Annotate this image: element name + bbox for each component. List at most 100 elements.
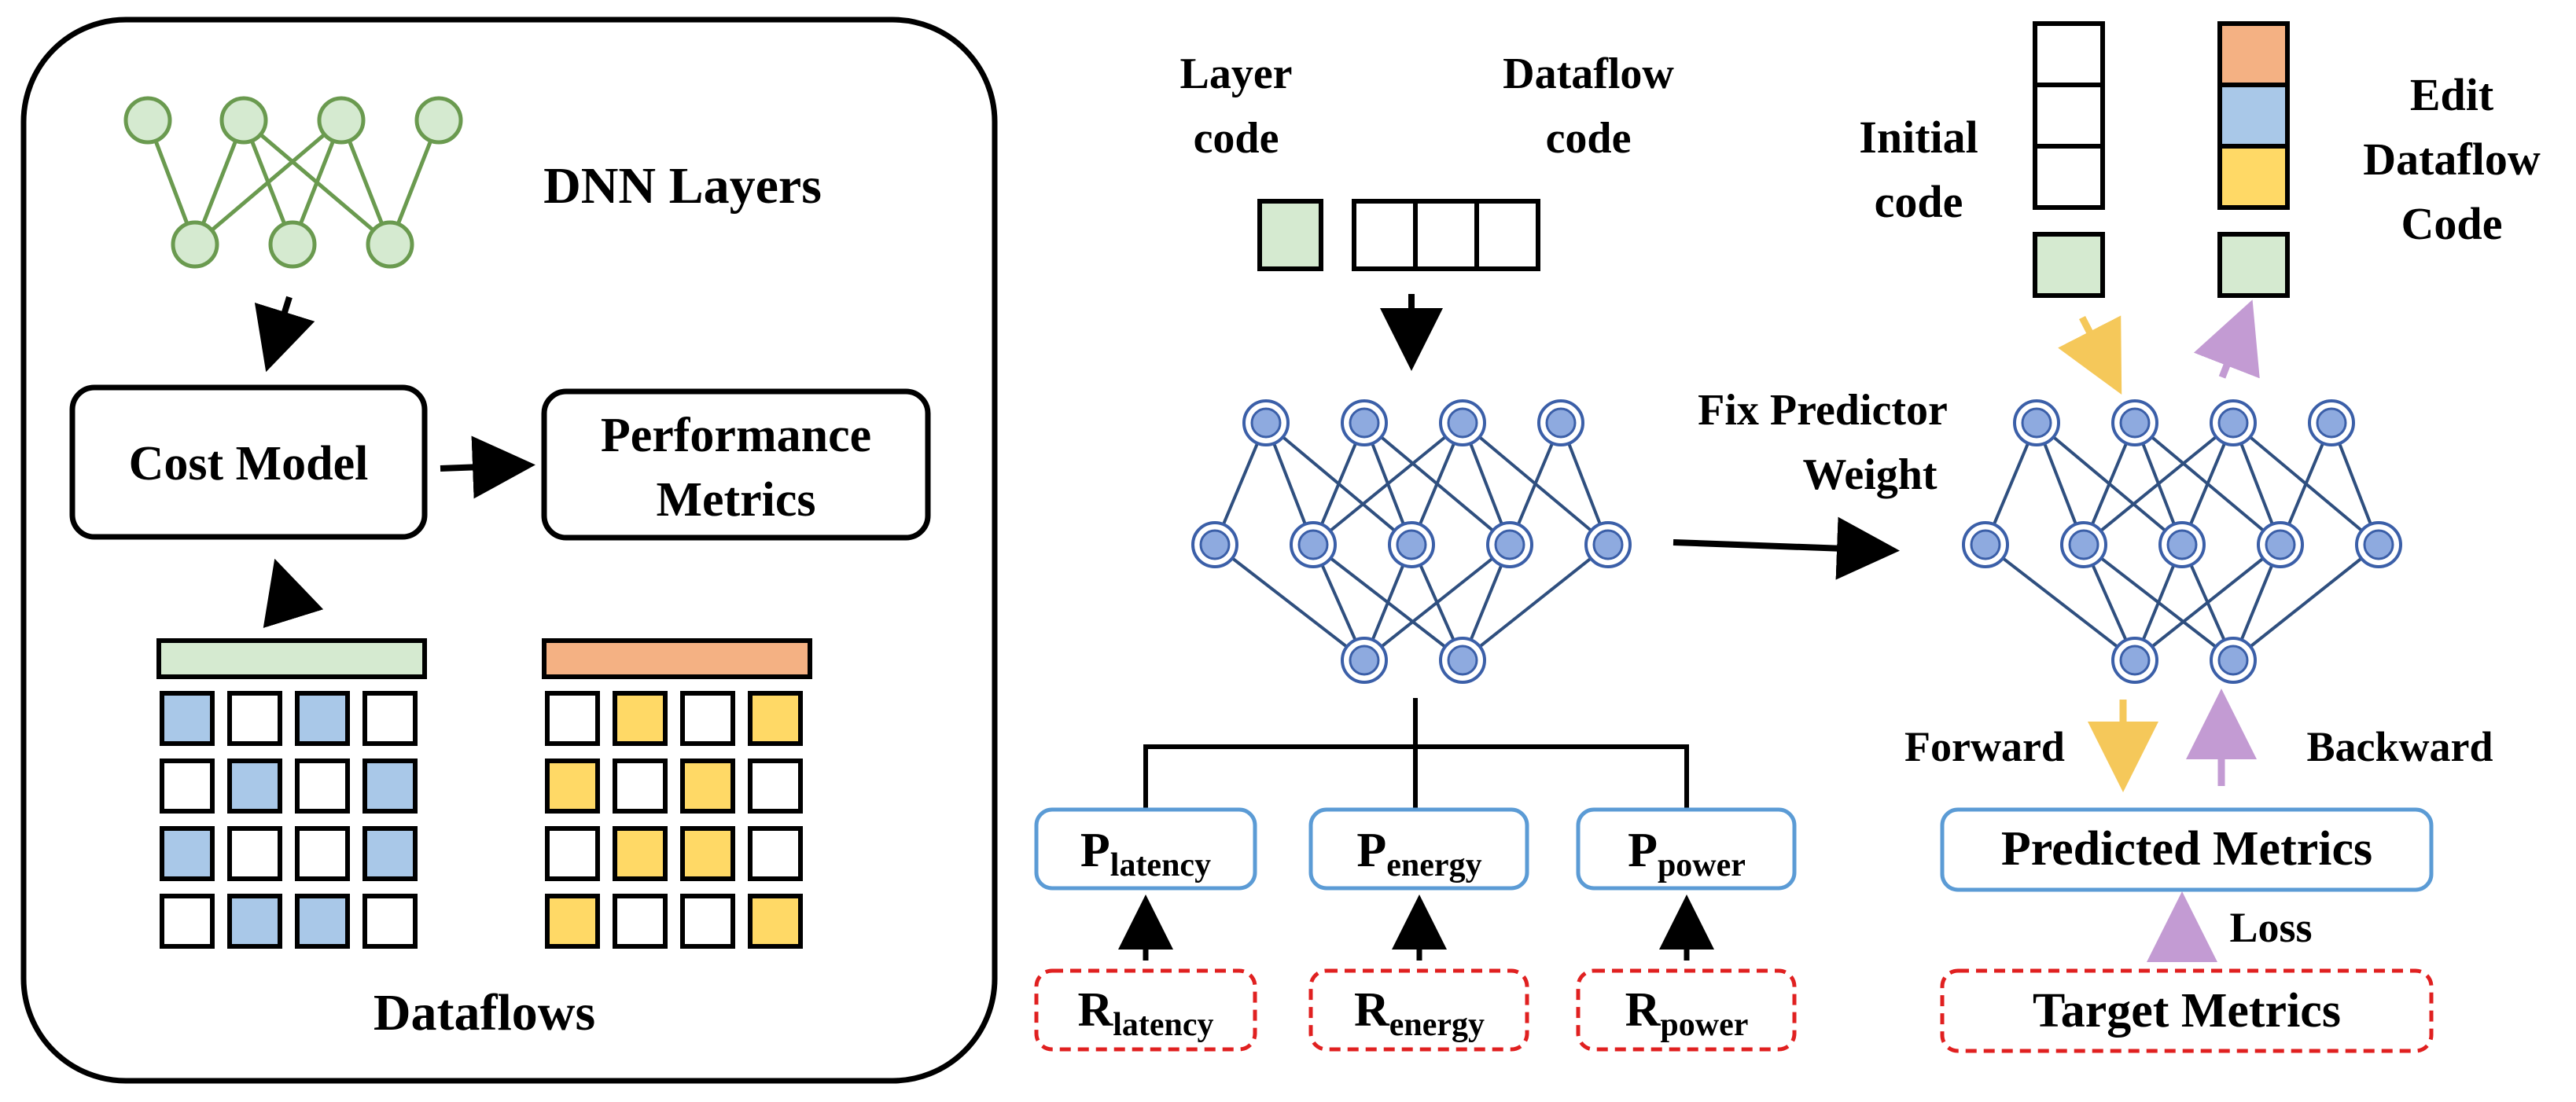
dataflow-code-label-line2: code xyxy=(1546,114,1632,163)
svg-text:Renergy: Renergy xyxy=(1354,983,1485,1043)
fix-predictor-label-line1: Fix Predictor xyxy=(1698,386,1948,435)
network-node-core xyxy=(1970,529,2001,560)
dataflow-a-cell xyxy=(295,826,350,881)
dataflow-b-cell xyxy=(680,759,735,814)
dataflow-a-cell xyxy=(362,826,418,881)
edited-code-dataflow-cells xyxy=(2217,21,2290,210)
predictor-head-energy: Penergy xyxy=(1308,807,1529,891)
performance-metrics-box xyxy=(541,388,931,541)
dataflow-a-cell xyxy=(160,894,215,949)
network-node-core xyxy=(2217,407,2249,439)
network-node-core xyxy=(1349,407,1380,439)
network-node-core xyxy=(2265,529,2296,560)
dataflow-b-cell xyxy=(613,894,668,949)
network-node-core xyxy=(2021,407,2052,439)
p-energy-base: P xyxy=(1356,824,1386,877)
predictor-head-power: Ppower xyxy=(1576,807,1797,891)
fix-predictor-label-line2: Weight xyxy=(1802,450,1937,499)
network-node-core xyxy=(1447,407,1478,439)
dataflow-a-cell xyxy=(362,759,418,814)
network-edge xyxy=(1213,543,1366,662)
arrow-initial-code-to-network xyxy=(2058,315,2122,395)
dataflow-a-cell xyxy=(362,691,418,746)
svg-text:Rpower: Rpower xyxy=(1625,983,1749,1043)
network-edge xyxy=(2035,421,2184,546)
dataflow-b-cell xyxy=(613,691,668,746)
initial-code-layer-cell xyxy=(2033,232,2105,298)
dataflow-b-cell xyxy=(680,826,735,881)
dataflow-a-cell xyxy=(227,759,282,814)
network-edge xyxy=(1312,543,1464,662)
svg-text:Ppower: Ppower xyxy=(1628,824,1746,883)
network-node-core xyxy=(1297,529,1329,560)
dataflow-code-label-line1: Dataflow xyxy=(1503,50,1674,98)
p-energy-sub: energy xyxy=(1386,847,1481,883)
network-edge xyxy=(2082,421,2235,546)
target-metrics-box xyxy=(1940,968,2434,1053)
dataflow-b-cell xyxy=(748,691,803,746)
cost-model-box xyxy=(69,384,428,540)
dataflow-b-cell xyxy=(680,894,735,949)
dataflow-b-cell xyxy=(613,759,668,814)
initial-code-label-line2: code xyxy=(1875,176,1963,227)
predictor-network xyxy=(1191,399,1632,684)
r-energy-base: R xyxy=(1354,983,1390,1037)
reference-latency: Rlatency xyxy=(1034,968,1257,1052)
arrow-cost-to-performance xyxy=(440,435,535,499)
predicted-metrics-label: Predicted Metrics xyxy=(2001,822,2372,876)
network-edge xyxy=(1461,543,1610,662)
network-node-core xyxy=(2166,529,2198,560)
network-edge xyxy=(2232,543,2380,662)
reference-energy: Renergy xyxy=(1308,968,1529,1052)
arrow-fix-predictor xyxy=(1673,516,1900,580)
fixed-predictor-network xyxy=(1962,399,2402,684)
network-edge xyxy=(2232,421,2380,546)
dataflow-a-cell xyxy=(227,691,282,746)
network-node-core xyxy=(2363,529,2394,560)
network-node-core xyxy=(2217,645,2249,676)
dataflow-a-cell xyxy=(295,691,350,746)
network-edge xyxy=(1984,543,2136,662)
dataflow-a-cell xyxy=(295,759,350,814)
target-metrics-label: Target Metrics xyxy=(2033,984,2341,1038)
network-node-core xyxy=(1494,529,1525,560)
network-node-core xyxy=(1545,407,1577,439)
network-node-core xyxy=(1199,529,1231,560)
network-node-core xyxy=(1349,645,1380,676)
dataflow-b-cell xyxy=(748,894,803,949)
dataflow-a-cell xyxy=(295,894,350,949)
p-latency-sub: latency xyxy=(1110,847,1211,883)
p-latency-base: P xyxy=(1080,824,1110,877)
dataflow-a-grid xyxy=(160,691,418,949)
edit-dataflow-code-label-line1: Edit xyxy=(2410,69,2494,120)
network-edge xyxy=(2082,543,2235,662)
r-power-base: R xyxy=(1625,983,1662,1037)
r-energy-sub: energy xyxy=(1389,1007,1485,1043)
network-node-core xyxy=(2119,645,2151,676)
r-latency-base: R xyxy=(1077,983,1113,1037)
dataflow-b-grid xyxy=(545,691,803,949)
network-edge xyxy=(1312,421,1464,546)
edit-dataflow-code-label-line2: Dataflow xyxy=(2363,134,2541,185)
dataflow-a-layer-bar xyxy=(156,638,427,679)
svg-text:Penergy: Penergy xyxy=(1356,824,1481,883)
dataflow-b-cell xyxy=(748,826,803,881)
predicted-metrics-box xyxy=(1940,807,2434,892)
network-node-core xyxy=(1592,529,1624,560)
cost-model-label: Cost Model xyxy=(129,437,369,490)
network-node-core xyxy=(2119,407,2151,439)
left-panel-frame xyxy=(20,17,998,1084)
network-node-core xyxy=(1447,645,1478,676)
dataflow-code-cells xyxy=(1352,199,1540,271)
edited-code-layer-cell xyxy=(2217,232,2290,298)
network-edge xyxy=(1363,543,1511,662)
arrow-dnn-to-cost-model xyxy=(254,296,315,373)
dataflow-a-cell xyxy=(160,691,215,746)
dataflow-a-cell xyxy=(227,894,282,949)
dataflow-b-cell xyxy=(545,894,600,949)
dataflow-b-layer-bar xyxy=(542,638,812,679)
layer-code-cell xyxy=(1257,199,1323,271)
p-power-sub: power xyxy=(1658,847,1746,883)
dataflow-b-cell xyxy=(545,826,600,881)
